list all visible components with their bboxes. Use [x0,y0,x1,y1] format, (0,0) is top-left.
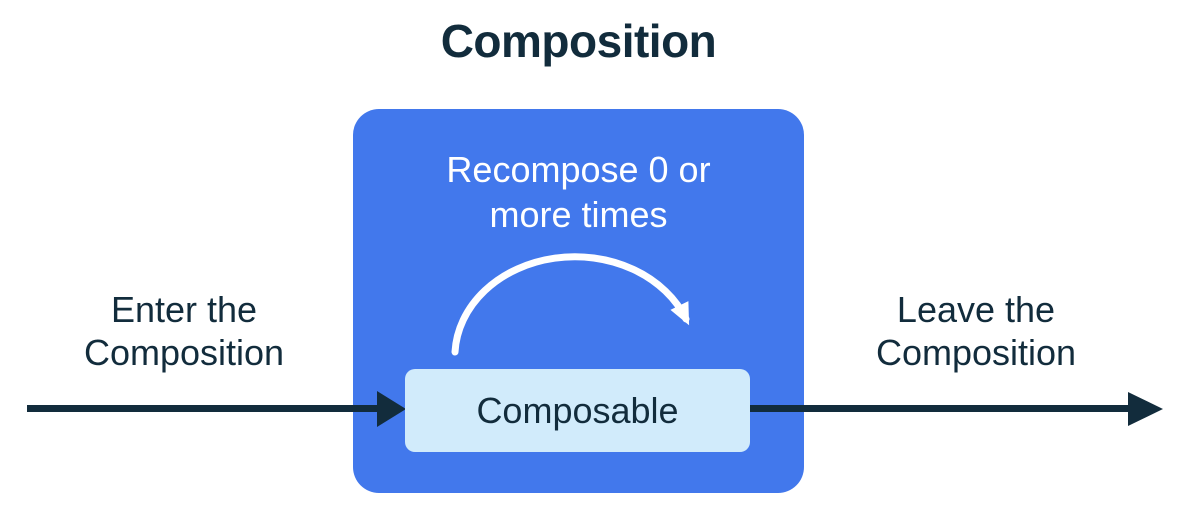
enter-arrowhead-icon [377,391,406,427]
page-title: Composition [440,15,717,67]
loop-arrow-icon [451,253,690,356]
leave-arrow-line [750,405,1129,412]
composable-box: Composable [405,369,750,452]
leave-composition-label: Leave the Composition [875,289,1077,373]
enter-arrow-line [27,405,378,412]
composable-label: Composable [476,389,679,431]
recompose-label: Recompose 0 or more times [446,149,711,235]
enter-composition-label: Enter the Composition [83,289,285,373]
leave-arrowhead-icon [1128,392,1163,426]
